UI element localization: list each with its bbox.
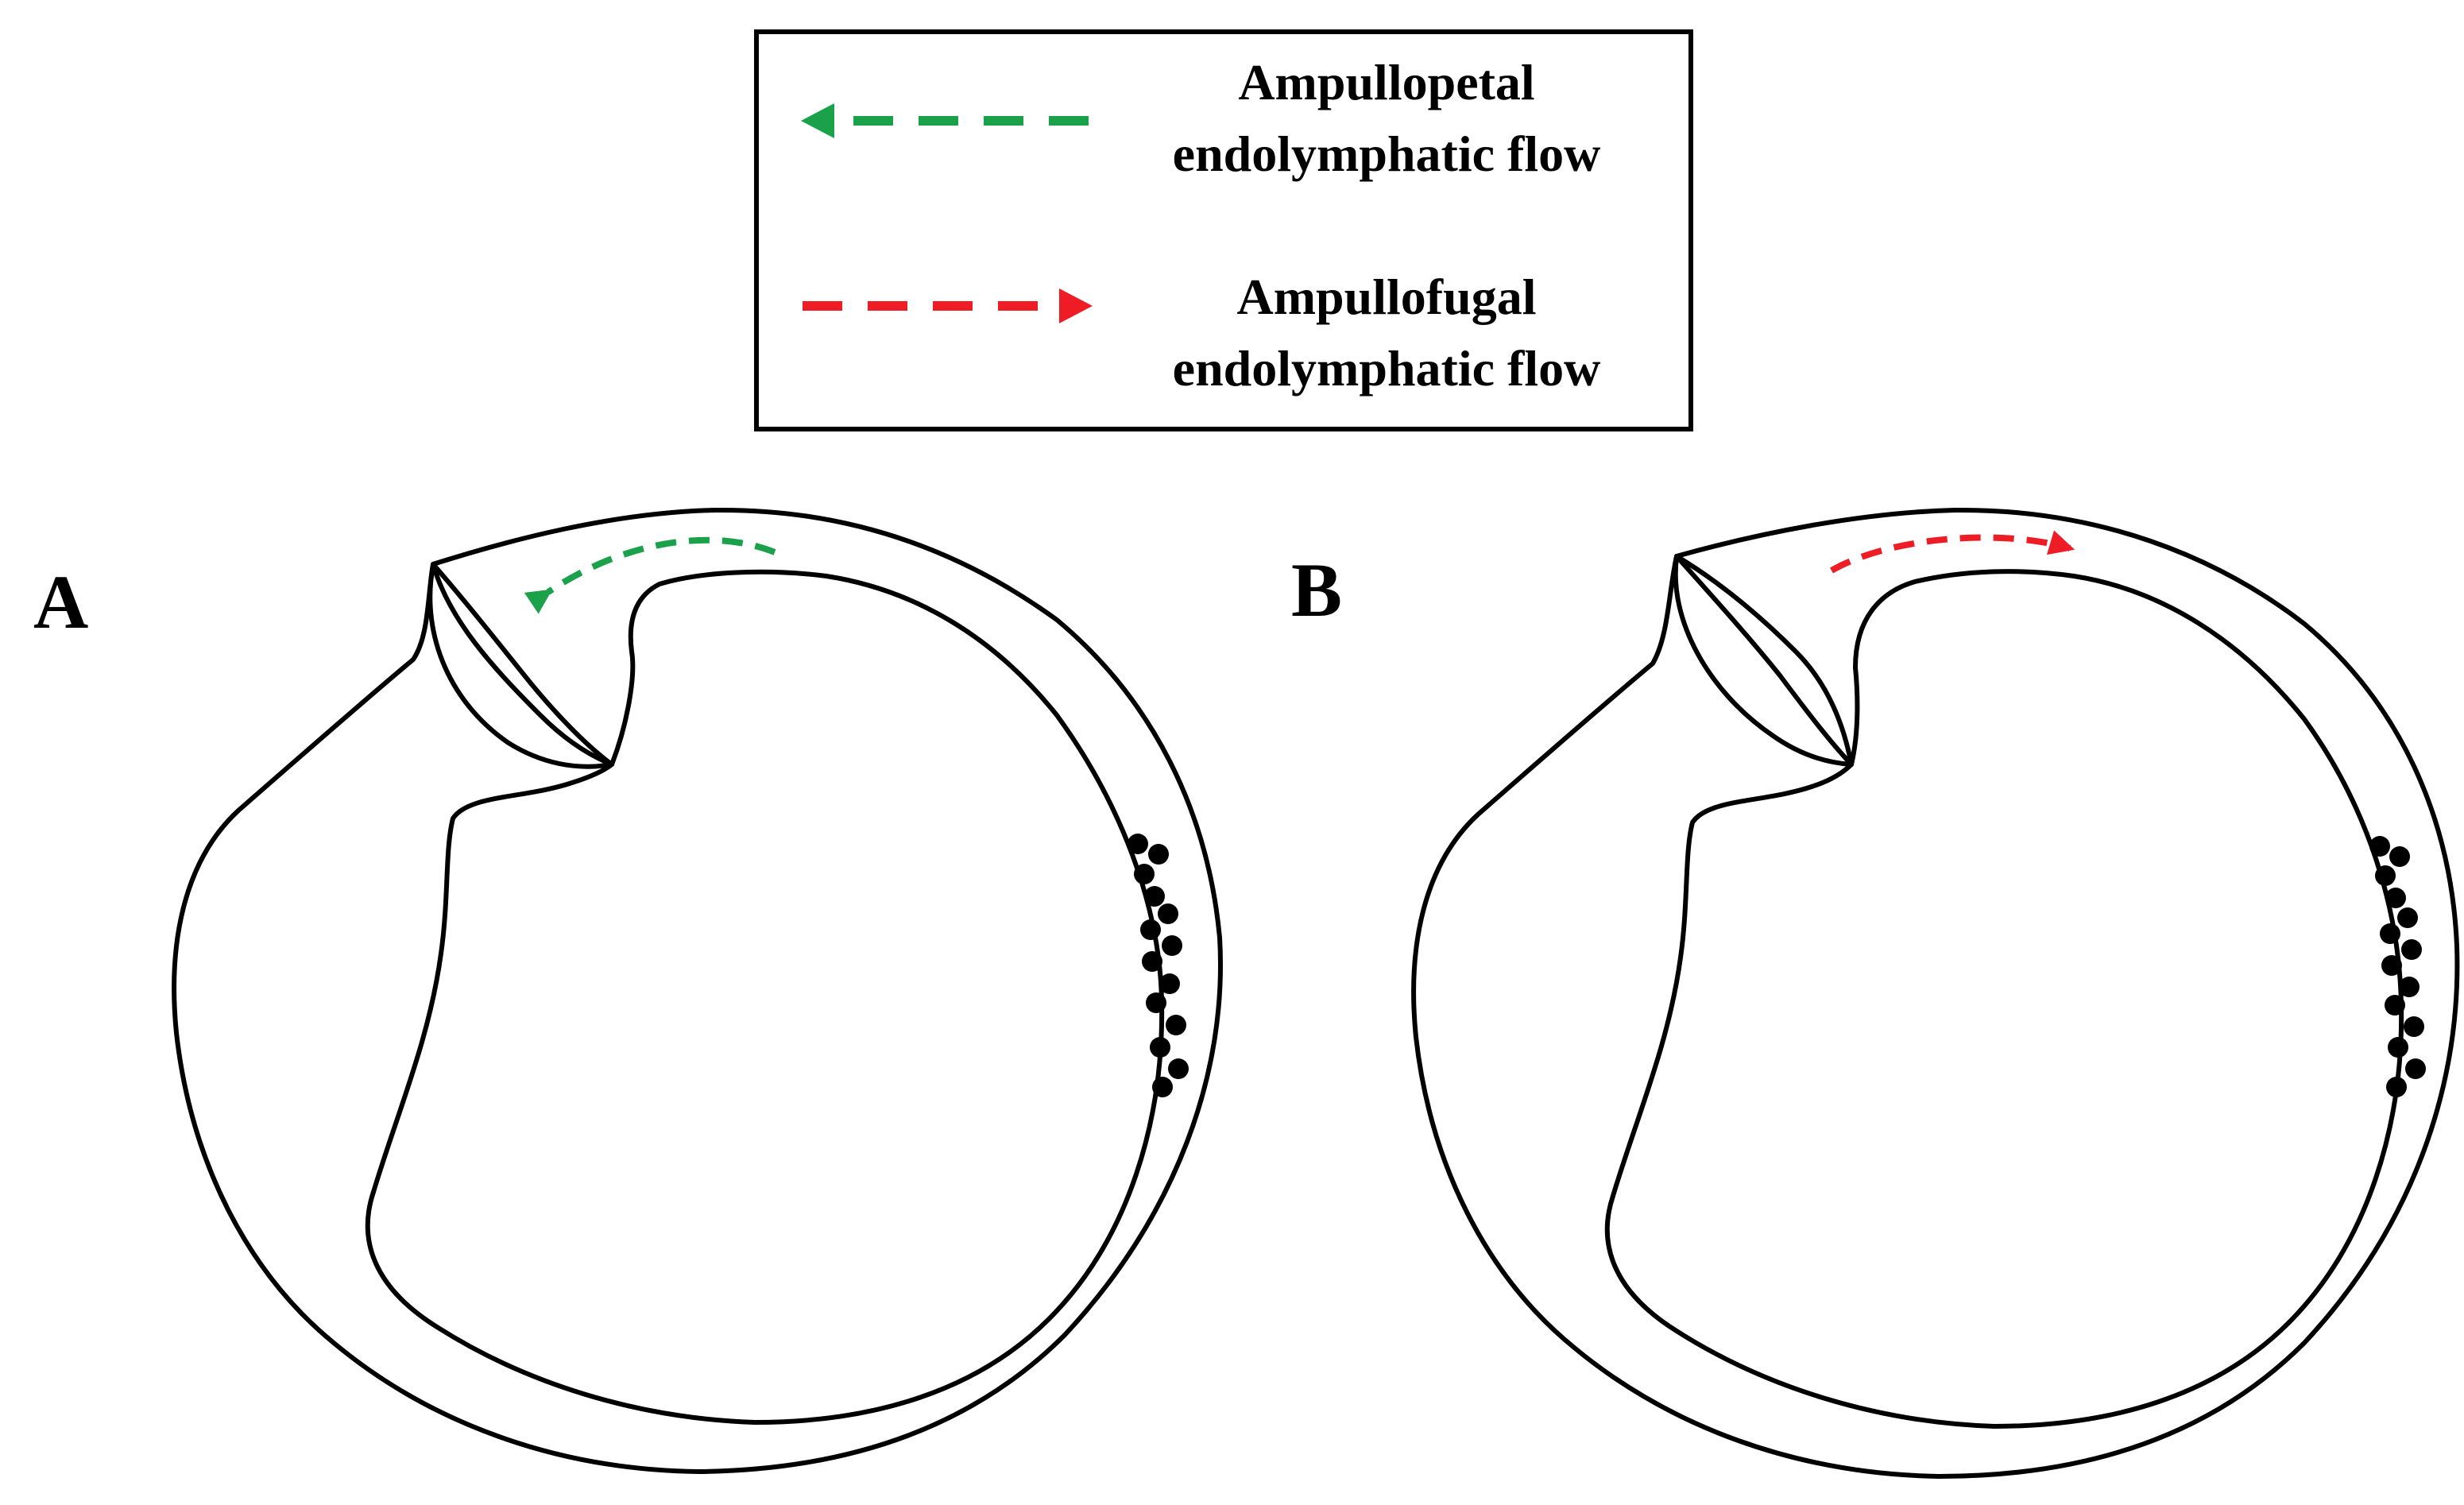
otoconium	[1159, 973, 1180, 994]
semicircular-canal-a	[172, 507, 1223, 1474]
otoconium	[1146, 992, 1166, 1013]
otoconium	[1152, 1077, 1173, 1097]
otoconium	[2380, 923, 2400, 944]
otoconium	[1128, 834, 1148, 854]
otoconium	[2404, 1016, 2424, 1037]
otoconium	[2381, 955, 2402, 976]
canal-outer-wall-b	[1411, 507, 2460, 1479]
panel-a: A	[33, 507, 1223, 1474]
legend-item-ampullopetal: Ampullopetal endolymphatic flow	[801, 54, 1600, 182]
green-arrowhead-icon	[801, 103, 834, 138]
otoconia-b	[2369, 836, 2426, 1097]
otoconium	[2405, 1058, 2426, 1079]
legend: Ampullopetal endolymphatic flow Ampullof…	[754, 29, 1693, 431]
legend-box	[754, 29, 1693, 431]
otoconium	[1134, 864, 1155, 884]
otoconium	[2386, 1077, 2407, 1097]
red-arrowhead-icon	[1059, 288, 1093, 323]
cupula-outline-a	[427, 563, 614, 769]
otoconium	[2385, 888, 2406, 908]
otoconium	[1162, 935, 1182, 956]
canal-inner-wall-a	[365, 569, 1165, 1425]
otoconium	[2401, 939, 2422, 960]
otoconium	[1166, 1015, 1186, 1035]
otoconium	[2397, 907, 2418, 928]
otoconium	[2399, 977, 2420, 997]
otoconium	[1150, 1037, 1170, 1058]
canal-outer-wall-a	[172, 507, 1223, 1474]
flow-arrow-b	[1830, 530, 2075, 574]
otoconia-a	[1128, 834, 1189, 1097]
otoconium	[2389, 846, 2410, 867]
otoconium	[1140, 919, 1161, 940]
otoconium	[1142, 951, 1162, 972]
otoconium	[1148, 844, 1169, 865]
panel-b: B	[1291, 507, 2460, 1479]
canal-inner-wall-b	[1604, 569, 2404, 1429]
cupula-outline-b	[1673, 555, 1854, 767]
cupula-a	[431, 562, 614, 767]
legend-ampullofugal-line1: Ampullofugal	[1237, 269, 1537, 325]
otoconium	[2369, 836, 2390, 857]
otoconium	[2388, 1037, 2408, 1058]
semicircular-canal-b	[1411, 507, 2460, 1479]
panel-label-b: B	[1291, 547, 1342, 633]
otoconium	[1168, 1058, 1189, 1079]
otoconium	[2375, 865, 2396, 886]
otoconium	[1158, 903, 1178, 924]
legend-ampullofugal-line2: endolymphatic flow	[1173, 340, 1601, 397]
legend-ampullopetal-line1: Ampullopetal	[1238, 54, 1534, 110]
legend-item-ampullofugal: Ampullofugal endolymphatic flow	[803, 269, 1600, 397]
legend-ampullopetal-line2: endolymphatic flow	[1173, 126, 1601, 182]
otoconium	[1144, 886, 1165, 907]
otoconium	[2385, 995, 2405, 1016]
panel-label-a: A	[33, 559, 88, 644]
flow-arrow-a	[524, 536, 776, 614]
